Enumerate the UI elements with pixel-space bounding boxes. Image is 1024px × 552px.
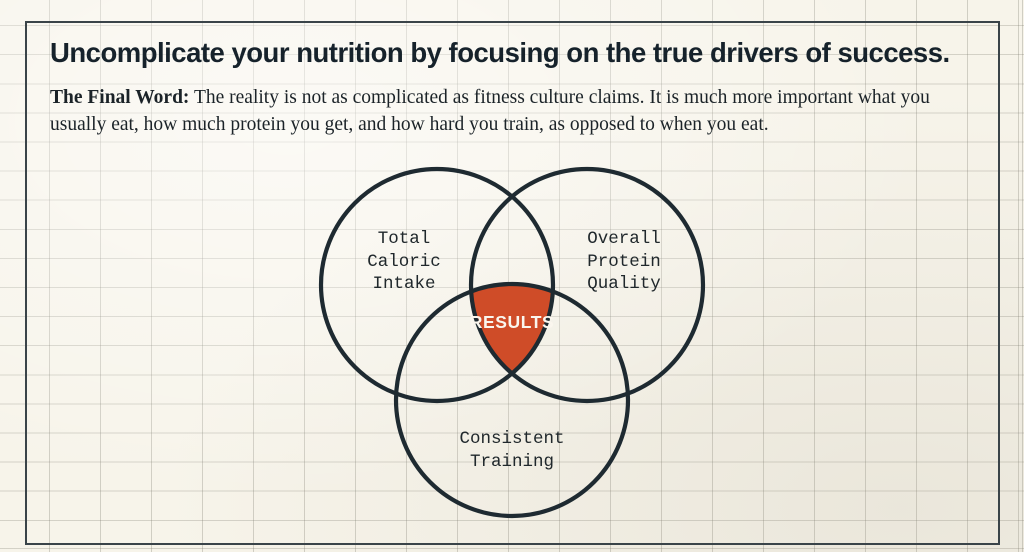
page-title: Uncomplicate your nutrition by focusing … bbox=[50, 37, 950, 68]
venn-circle-consistent-training bbox=[393, 281, 631, 519]
venn-results-label: RESULTS bbox=[469, 312, 555, 332]
venn-label-protein-quality: Overall Protein Quality bbox=[587, 229, 661, 294]
venn-label-consistent-training: Consistent Training bbox=[459, 429, 565, 472]
deck-lead-in: The Final Word: bbox=[50, 87, 190, 108]
text-block: Uncomplicate your nutrition by focusing … bbox=[50, 36, 980, 138]
venn-label-caloric-intake: Total Caloric Intake bbox=[367, 229, 441, 294]
venn-circle-protein-quality bbox=[468, 166, 706, 404]
venn-circle-caloric-intake bbox=[318, 166, 556, 404]
deck-paragraph: The Final Word: The reality is not as co… bbox=[50, 84, 958, 138]
deck-body-text: The reality is not as complicated as fit… bbox=[50, 87, 930, 135]
